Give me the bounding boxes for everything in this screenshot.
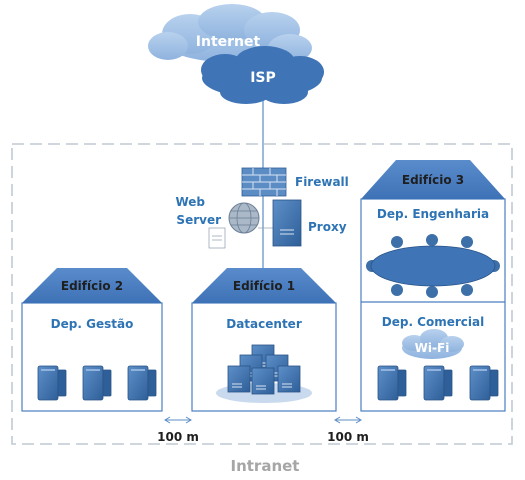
building-2-title: Edifício 2 <box>61 279 123 293</box>
firewall-label: Firewall <box>295 175 349 189</box>
workstation-icon <box>37 365 67 401</box>
proxy-server-icon <box>272 199 302 247</box>
web-server-icon <box>228 202 260 234</box>
intranet-label: Intranet <box>231 457 300 475</box>
distance-arrow-left <box>164 416 192 424</box>
building-3-dept-bottom: Dep. Comercial <box>382 315 484 329</box>
isp-cloud-icon <box>201 46 324 104</box>
wifi-label: Wi-Fi <box>415 341 450 355</box>
wifi-cloud-icon <box>402 329 464 359</box>
building-1-title: Edifício 1 <box>233 279 295 293</box>
isp-label: ISP <box>250 70 276 86</box>
internet-label: Internet <box>196 34 261 50</box>
workstation-icon <box>82 365 112 401</box>
building-3-dept-top: Dep. Engenharia <box>377 207 489 221</box>
server-rack-icon <box>216 344 312 403</box>
workstation-icon <box>377 365 407 401</box>
distance-label-right: 100 m <box>327 430 369 444</box>
intranet-boundary <box>11 143 513 445</box>
building-2-dept: Dep. Gestão <box>51 317 134 331</box>
distance-label-left: 100 m <box>157 430 199 444</box>
web-server-label-line1: Web <box>175 195 205 209</box>
workstation-icon <box>423 365 453 401</box>
building-1-dept: Datacenter <box>226 317 302 331</box>
workstation-icon <box>469 365 499 401</box>
workstation-icon <box>127 365 157 401</box>
proxy-label: Proxy <box>308 220 347 234</box>
web-server-label-line2: Server <box>176 213 221 227</box>
distance-arrow-right <box>334 416 362 424</box>
internet-cloud-icon <box>148 4 312 62</box>
firewall-icon <box>241 167 287 197</box>
building-3-title: Edifício 3 <box>402 173 464 187</box>
web-page-icon <box>208 227 226 249</box>
conference-table-icon <box>366 234 500 298</box>
